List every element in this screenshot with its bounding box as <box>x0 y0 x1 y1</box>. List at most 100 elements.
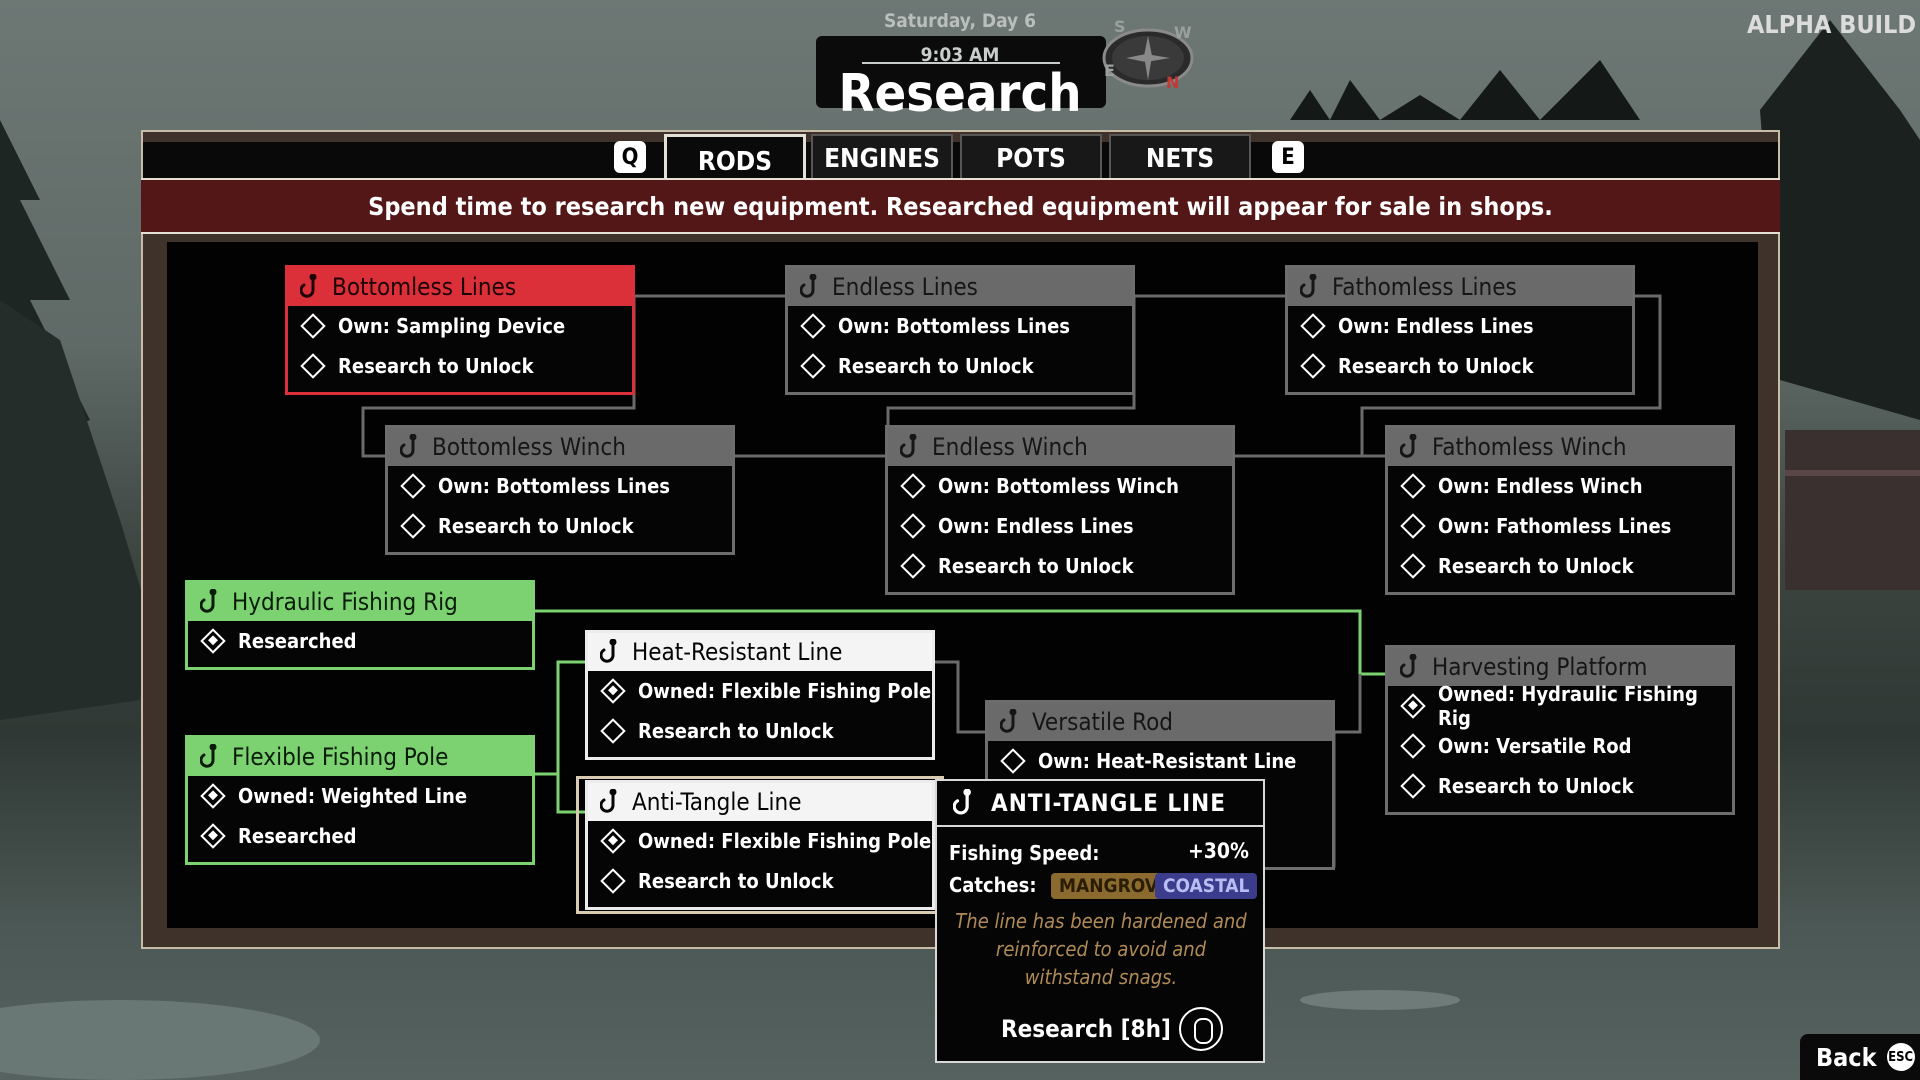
requirement-text: Own: Fathomless Lines <box>1438 514 1672 538</box>
requirement-diamond-icon <box>1400 473 1426 499</box>
compass-south-label: S <box>1114 18 1126 36</box>
fishing-hook-icon <box>200 744 217 768</box>
node-title: Endless Winch <box>932 433 1088 461</box>
requirement-row: Owned: Hydraulic Fishing Rig <box>1388 682 1732 730</box>
node-title: Hydraulic Fishing Rig <box>232 588 458 616</box>
tooltip-description: The line has been hardened and reinforce… <box>955 909 1247 989</box>
requirement-diamond-icon <box>800 353 826 379</box>
research-button[interactable]: Research [8h] <box>1001 1007 1223 1051</box>
requirement-diamond-icon <box>1400 513 1426 539</box>
node-title: Anti-Tangle Line <box>632 788 802 816</box>
node-fathomless-winch[interactable]: Fathomless Winch Own: Endless Winch Own:… <box>1385 425 1735 595</box>
page-title: Research <box>838 64 1082 124</box>
fishing-hook-icon <box>200 589 217 613</box>
fishing-hook-icon <box>300 274 317 298</box>
fishing-hook-icon <box>953 789 971 815</box>
requirement-row: Own: Bottomless Lines <box>388 466 732 506</box>
node-anti-tangle-line[interactable]: Anti-Tangle Line Owned: Flexible Fishing… <box>585 780 935 910</box>
requirement-text: Owned: Hydraulic Fishing Rig <box>1438 682 1698 730</box>
connector-versatile-rod-harvesting-platform <box>1334 674 1362 734</box>
node-title: Bottomless Lines <box>332 273 517 301</box>
requirement-row: Own: Bottomless Winch <box>888 466 1232 506</box>
clock-panel <box>816 36 1106 108</box>
time-label: 9:03 AM <box>920 44 1000 66</box>
requirement-text: Owned: Flexible Fishing Pole <box>638 679 932 703</box>
requirement-text: Own: Bottomless Lines <box>438 474 670 498</box>
research-button-label: Research [8h] <box>1001 1015 1171 1043</box>
connector-heat-resistant-versatile-rod <box>934 660 986 734</box>
requirement-text: Research to Unlock <box>338 354 534 378</box>
requirement-diamond-icon <box>300 313 326 339</box>
requirement-diamond-icon <box>300 353 326 379</box>
requirement-text: Own: Sampling Device <box>338 314 566 338</box>
fishing-hook-icon <box>600 639 617 663</box>
requirement-text: Research to Unlock <box>638 869 834 893</box>
requirement-diamond-icon <box>900 553 926 579</box>
requirement-row: Owned: Weighted Line <box>188 776 532 816</box>
requirement-diamond-icon <box>600 718 626 744</box>
requirement-text: Researched <box>238 629 357 653</box>
fishing-hook-icon <box>1300 274 1317 298</box>
requirement-text: Research to Unlock <box>1338 354 1534 378</box>
requirement-row: Research to Unlock <box>1388 766 1732 806</box>
requirement-diamond-icon <box>1300 353 1326 379</box>
compass-west-label: W <box>1174 23 1192 42</box>
fishing-hook-icon <box>1400 654 1417 678</box>
requirement-row: Research to Unlock <box>288 346 632 386</box>
requirement-diamond-icon <box>1400 553 1426 579</box>
node-title: Fathomless Lines <box>1332 273 1517 301</box>
info-banner: Spend time to research new equipment. Re… <box>141 178 1780 234</box>
requirement-diamond-filled-icon <box>200 783 226 809</box>
compass-east-label: E <box>1104 61 1115 80</box>
requirement-text: Own: Bottomless Winch <box>938 474 1179 498</box>
connector-flexible-pole-anti-tangle <box>556 774 586 814</box>
requirement-row: Own: Heat-Resistant Line <box>988 741 1332 781</box>
requirement-text: Own: Endless Lines <box>938 514 1134 538</box>
node-flexible-fishing-pole[interactable]: Flexible Fishing Pole Owned: Weighted Li… <box>185 735 535 865</box>
requirement-text: Owned: Flexible Fishing Pole <box>638 829 932 853</box>
clock-divider <box>862 62 1060 64</box>
requirement-row: Own: Fathomless Lines <box>1388 506 1732 546</box>
requirement-text: Own: Heat-Resistant Line <box>1038 749 1297 773</box>
node-fathomless-lines[interactable]: Fathomless Lines Own: Endless Lines Rese… <box>1285 265 1635 395</box>
stat-label: Fishing Speed: <box>949 841 1100 865</box>
fishing-hook-icon <box>800 274 817 298</box>
node-endless-lines[interactable]: Endless Lines Own: Bottomless Lines Rese… <box>785 265 1135 395</box>
tab-rods[interactable]: RODS <box>664 134 806 186</box>
node-hydraulic-fishing-rig[interactable]: Hydraulic Fishing Rig Researched <box>185 580 535 670</box>
requirement-text: Owned: Weighted Line <box>238 784 468 808</box>
compass-north-label: N <box>1166 73 1179 90</box>
requirement-text: Research to Unlock <box>938 554 1134 578</box>
tab-nets[interactable]: NETS <box>1109 134 1251 184</box>
requirement-row: Own: Endless Lines <box>1288 306 1632 346</box>
next-tab-key[interactable]: E <box>1272 141 1304 173</box>
node-harvesting-platform[interactable]: Harvesting Platform Owned: Hydraulic Fis… <box>1385 645 1735 815</box>
node-title: Versatile Rod <box>1032 708 1173 736</box>
requirement-row: Own: Versatile Rod <box>1388 726 1732 766</box>
requirement-text: Research to Unlock <box>638 719 834 743</box>
node-bottomless-winch[interactable]: Bottomless Winch Own: Bottomless Lines R… <box>385 425 735 555</box>
catch-tag-coastal: COASTAL <box>1155 873 1258 899</box>
fishing-hook-icon <box>1000 709 1017 733</box>
tab-engines[interactable]: ENGINES <box>811 134 953 184</box>
requirement-diamond-icon <box>600 868 626 894</box>
node-endless-winch[interactable]: Endless Winch Own: Bottomless Winch Own:… <box>885 425 1235 595</box>
requirement-text: Own: Endless Winch <box>1438 474 1643 498</box>
requirement-row: Research to Unlock <box>588 861 932 901</box>
requirement-diamond-icon <box>400 513 426 539</box>
tooltip-title: ANTI-TANGLE LINE <box>991 789 1226 817</box>
requirement-diamond-filled-icon <box>200 628 226 654</box>
requirement-diamond-icon <box>1400 733 1426 759</box>
alpha-build-label: ALPHA BUILD <box>1746 10 1916 39</box>
requirement-text: Researched <box>238 824 357 848</box>
requirement-row: Own: Endless Lines <box>888 506 1232 546</box>
node-heat-resistant-line[interactable]: Heat-Resistant Line Owned: Flexible Fish… <box>585 630 935 760</box>
requirement-row: Researched <box>188 816 532 856</box>
requirement-row: Research to Unlock <box>888 546 1232 586</box>
prev-tab-key[interactable]: Q <box>614 141 646 173</box>
requirement-row: Own: Sampling Device <box>288 306 632 346</box>
node-title: Fathomless Winch <box>1432 433 1627 461</box>
node-bottomless-lines[interactable]: Bottomless Lines Own: Sampling Device Re… <box>285 265 635 395</box>
